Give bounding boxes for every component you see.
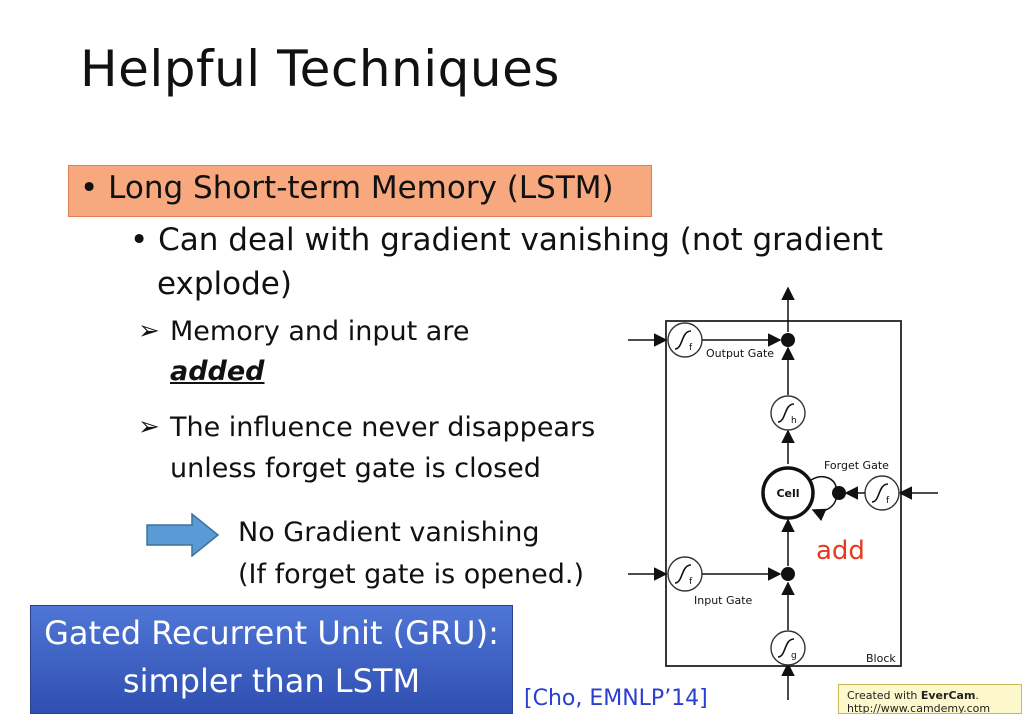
output-gate-sigmoid-icon (667, 322, 703, 358)
output-squash-h-icon (770, 395, 806, 431)
output-gate-label: Output Gate (706, 347, 774, 360)
bullet-gradient-line1: • Can deal with gradient vanishing (not … (130, 222, 884, 258)
gate-g-label: g (791, 651, 797, 661)
result-no-vanishing: No Gradient vanishing (238, 517, 540, 548)
gru-callout-box (30, 605, 513, 714)
cell-label: Cell (776, 487, 799, 500)
evercam-brand: EverCam (920, 689, 976, 702)
svg-text:f: f (886, 496, 890, 506)
lstm-highlight-box (68, 165, 652, 217)
output-multiply-node (781, 333, 795, 347)
input-multiply-node (781, 567, 795, 581)
arrow-bullet-icon: ➢ (138, 412, 160, 442)
forget-multiply-node (832, 486, 846, 500)
input-gate-label: Input Gate (694, 594, 753, 607)
sub-bullet-influence-line1: The influence never disappears (170, 412, 596, 443)
gate-h-label: h (791, 416, 797, 426)
result-forget-gate-note: (If forget gate is opened.) (238, 559, 585, 590)
svg-text:f: f (689, 343, 693, 353)
sub-bullet-influence-line2: unless forget gate is closed (170, 453, 541, 484)
block-label: Block (866, 652, 896, 665)
evercam-url: http://www.camdemy.com (847, 702, 991, 714)
lstm-block-diagram: Block g f Input Gate Cell f Forget Gate … (628, 286, 938, 700)
slide-title: Helpful Techniques (80, 40, 560, 98)
evercam-watermark: Created with EverCam. http://www.camdemy… (838, 684, 1022, 714)
forget-gate-sigmoid-icon (864, 475, 900, 511)
bullet-lstm: • Long Short-term Memory (LSTM) (80, 170, 614, 206)
input-gate-sigmoid-icon (667, 556, 703, 592)
cell-node (761, 466, 815, 520)
add-annotation: add (816, 536, 865, 566)
sub-bullet-memory-added: added (170, 356, 265, 387)
right-arrow-icon (146, 513, 220, 557)
bullet-gradient-line2: explode) (157, 266, 292, 302)
sub-bullet-memory-line1: Memory and input are (170, 316, 470, 347)
input-squash-g-icon (770, 630, 806, 666)
svg-text:f: f (689, 577, 693, 587)
arrow-bullet-icon: ➢ (138, 316, 160, 346)
citation: [Cho, EMNLP’14] (524, 686, 708, 711)
gru-callout-line1: Gated Recurrent Unit (GRU): (44, 614, 499, 652)
gru-callout-line2: simpler than LSTM (122, 662, 421, 700)
forget-gate-label: Forget Gate (824, 459, 889, 472)
